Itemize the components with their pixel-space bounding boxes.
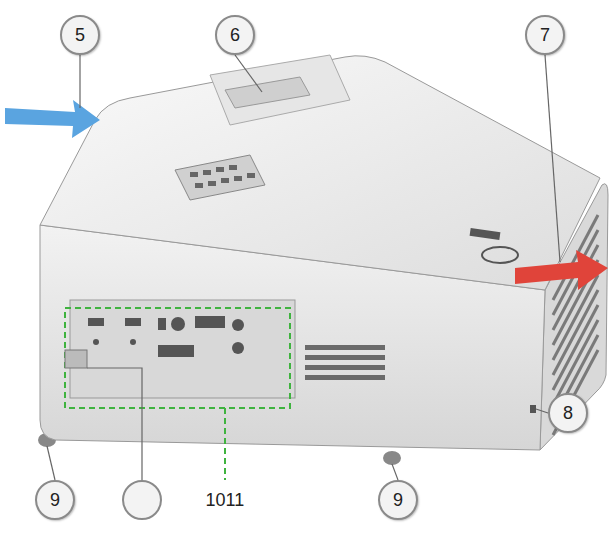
io-panel bbox=[70, 300, 295, 398]
callout-circle: 9 bbox=[378, 480, 418, 520]
lens-cover bbox=[210, 55, 350, 125]
power-socket bbox=[65, 350, 87, 368]
foot bbox=[383, 451, 401, 465]
front-vent bbox=[305, 345, 385, 380]
dlp-logo bbox=[482, 247, 518, 263]
callout-number: 9 bbox=[393, 490, 403, 511]
callout-number: 8 bbox=[563, 403, 573, 424]
io-ports bbox=[88, 316, 244, 357]
callout-circle: 8 bbox=[548, 393, 588, 433]
keypad-buttons bbox=[190, 165, 255, 188]
keypad bbox=[175, 155, 265, 200]
callout-number: 1011 bbox=[206, 490, 245, 511]
leader-lines bbox=[47, 55, 560, 480]
callout-number: 9 bbox=[50, 490, 60, 511]
hdmi-logo bbox=[470, 228, 501, 240]
security-slot bbox=[530, 405, 536, 413]
top-face bbox=[40, 56, 600, 290]
lens-adjust bbox=[225, 77, 310, 108]
callout-circle: 9 bbox=[35, 480, 75, 520]
callout-circle: 5 bbox=[60, 15, 100, 55]
callout-number: 6 bbox=[230, 25, 240, 46]
exhaust-arrow bbox=[515, 250, 608, 290]
callout-circle: 6 bbox=[215, 15, 255, 55]
callout-number: 5 bbox=[75, 25, 85, 46]
callout-number: 7 bbox=[540, 25, 550, 46]
empty-callout bbox=[123, 481, 161, 519]
io-leader bbox=[224, 408, 226, 480]
intake-arrow bbox=[5, 100, 100, 138]
io-highlight bbox=[65, 308, 290, 408]
callout-circle: 7 bbox=[525, 15, 565, 55]
